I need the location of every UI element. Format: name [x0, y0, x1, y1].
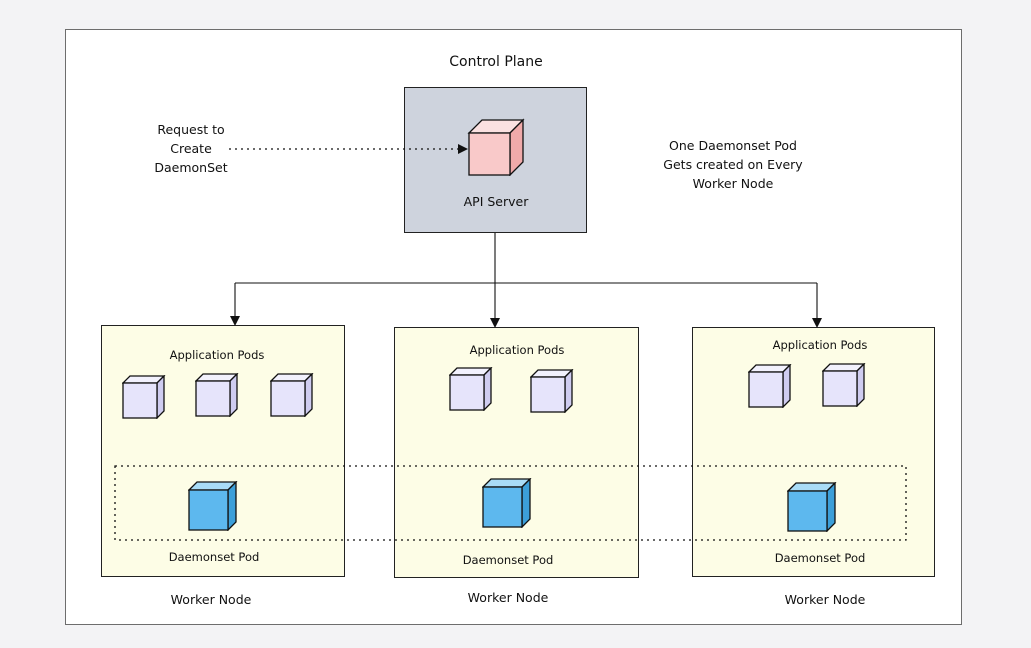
- worker-node-label-1: Worker Node: [170, 592, 252, 607]
- request-note-line-3: DaemonSet: [154, 160, 228, 175]
- api-server-label: API Server: [463, 194, 529, 209]
- app-pod-cube-icon: [822, 363, 866, 407]
- daemonset-note-line-2: Gets created on Every: [663, 157, 803, 172]
- app-pods-label-1: Application Pods: [169, 348, 265, 362]
- app-pod-cube-icon: [530, 369, 574, 413]
- worker-node-box-3[interactable]: [692, 327, 935, 577]
- app-pod-cube-icon: [195, 373, 239, 417]
- control-plane-title: Control Plane: [449, 54, 543, 70]
- app-pod-cube-icon: [122, 375, 166, 419]
- app-pod-cube-icon: [270, 373, 314, 417]
- api-server-cube-icon: [467, 118, 525, 176]
- app-pods-label-2: Application Pods: [469, 343, 565, 357]
- worker-node-label-3: Worker Node: [784, 592, 866, 607]
- app-pod-cube-icon: [748, 364, 792, 408]
- daemonset-note-line-1: One Daemonset Pod: [669, 138, 797, 153]
- daemonset-group-outline: [114, 465, 907, 541]
- worker-node-label-2: Worker Node: [467, 590, 549, 605]
- daemonset-note-line-3: Worker Node: [692, 176, 774, 191]
- request-note-line-2: Create: [170, 141, 212, 156]
- api-server-box[interactable]: [404, 87, 587, 233]
- daemonset-pod-cube-icon: [787, 482, 837, 532]
- daemonset-pod-label-2: Daemonset Pod: [462, 553, 554, 567]
- daemonset-pod-label-1: Daemonset Pod: [168, 550, 260, 564]
- app-pod-cube-icon: [449, 367, 493, 411]
- daemonset-pod-cube-icon: [188, 481, 238, 531]
- request-note-line-1: Request to: [157, 122, 225, 137]
- daemonset-pod-cube-icon: [482, 478, 532, 528]
- app-pods-label-3: Application Pods: [772, 338, 868, 352]
- daemonset-pod-label-3: Daemonset Pod: [774, 551, 866, 565]
- worker-node-box-1[interactable]: [101, 325, 345, 577]
- worker-node-box-2[interactable]: [394, 327, 639, 578]
